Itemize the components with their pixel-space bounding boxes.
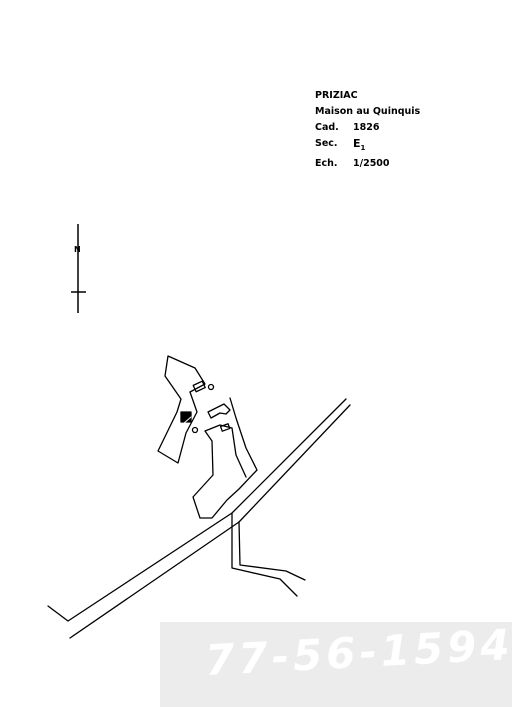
legend-sec-letter: E [353,137,361,150]
building-l-shaped [207,403,231,419]
branch-road-edge-east [238,521,306,581]
well-marker [207,383,215,391]
archive-stamp-band [160,622,512,707]
round-structure [191,426,199,434]
building-small-north [192,380,206,393]
building-hatched [180,411,192,423]
parcel-east [192,397,258,519]
building-small-east [219,423,231,432]
branch-road-edge-west [231,512,298,597]
main-road-edge-north [47,398,347,622]
legend-cad-year: 1826 [353,122,380,133]
legend-title: Maison au Quinquis [315,106,421,117]
main-road-edge-south [69,404,351,639]
legend-sec-value: E1 [353,136,365,156]
legend-ech-key: Ech. [315,158,338,170]
legend-sec-key: Sec. [315,138,338,149]
legend-sec-index: 1 [360,144,366,153]
map-legend: PRIZIAC Maison au Quinquis Cad. 1826 Sec… [315,88,420,172]
legend-scale: 1/2500 [353,158,390,170]
parcel-north [157,355,206,464]
legend-commune: PRIZIAC [315,90,358,101]
legend-cad-key: Cad. [315,122,339,133]
north-arrow-label: N [74,245,81,254]
building-hatched-mark [182,416,192,425]
